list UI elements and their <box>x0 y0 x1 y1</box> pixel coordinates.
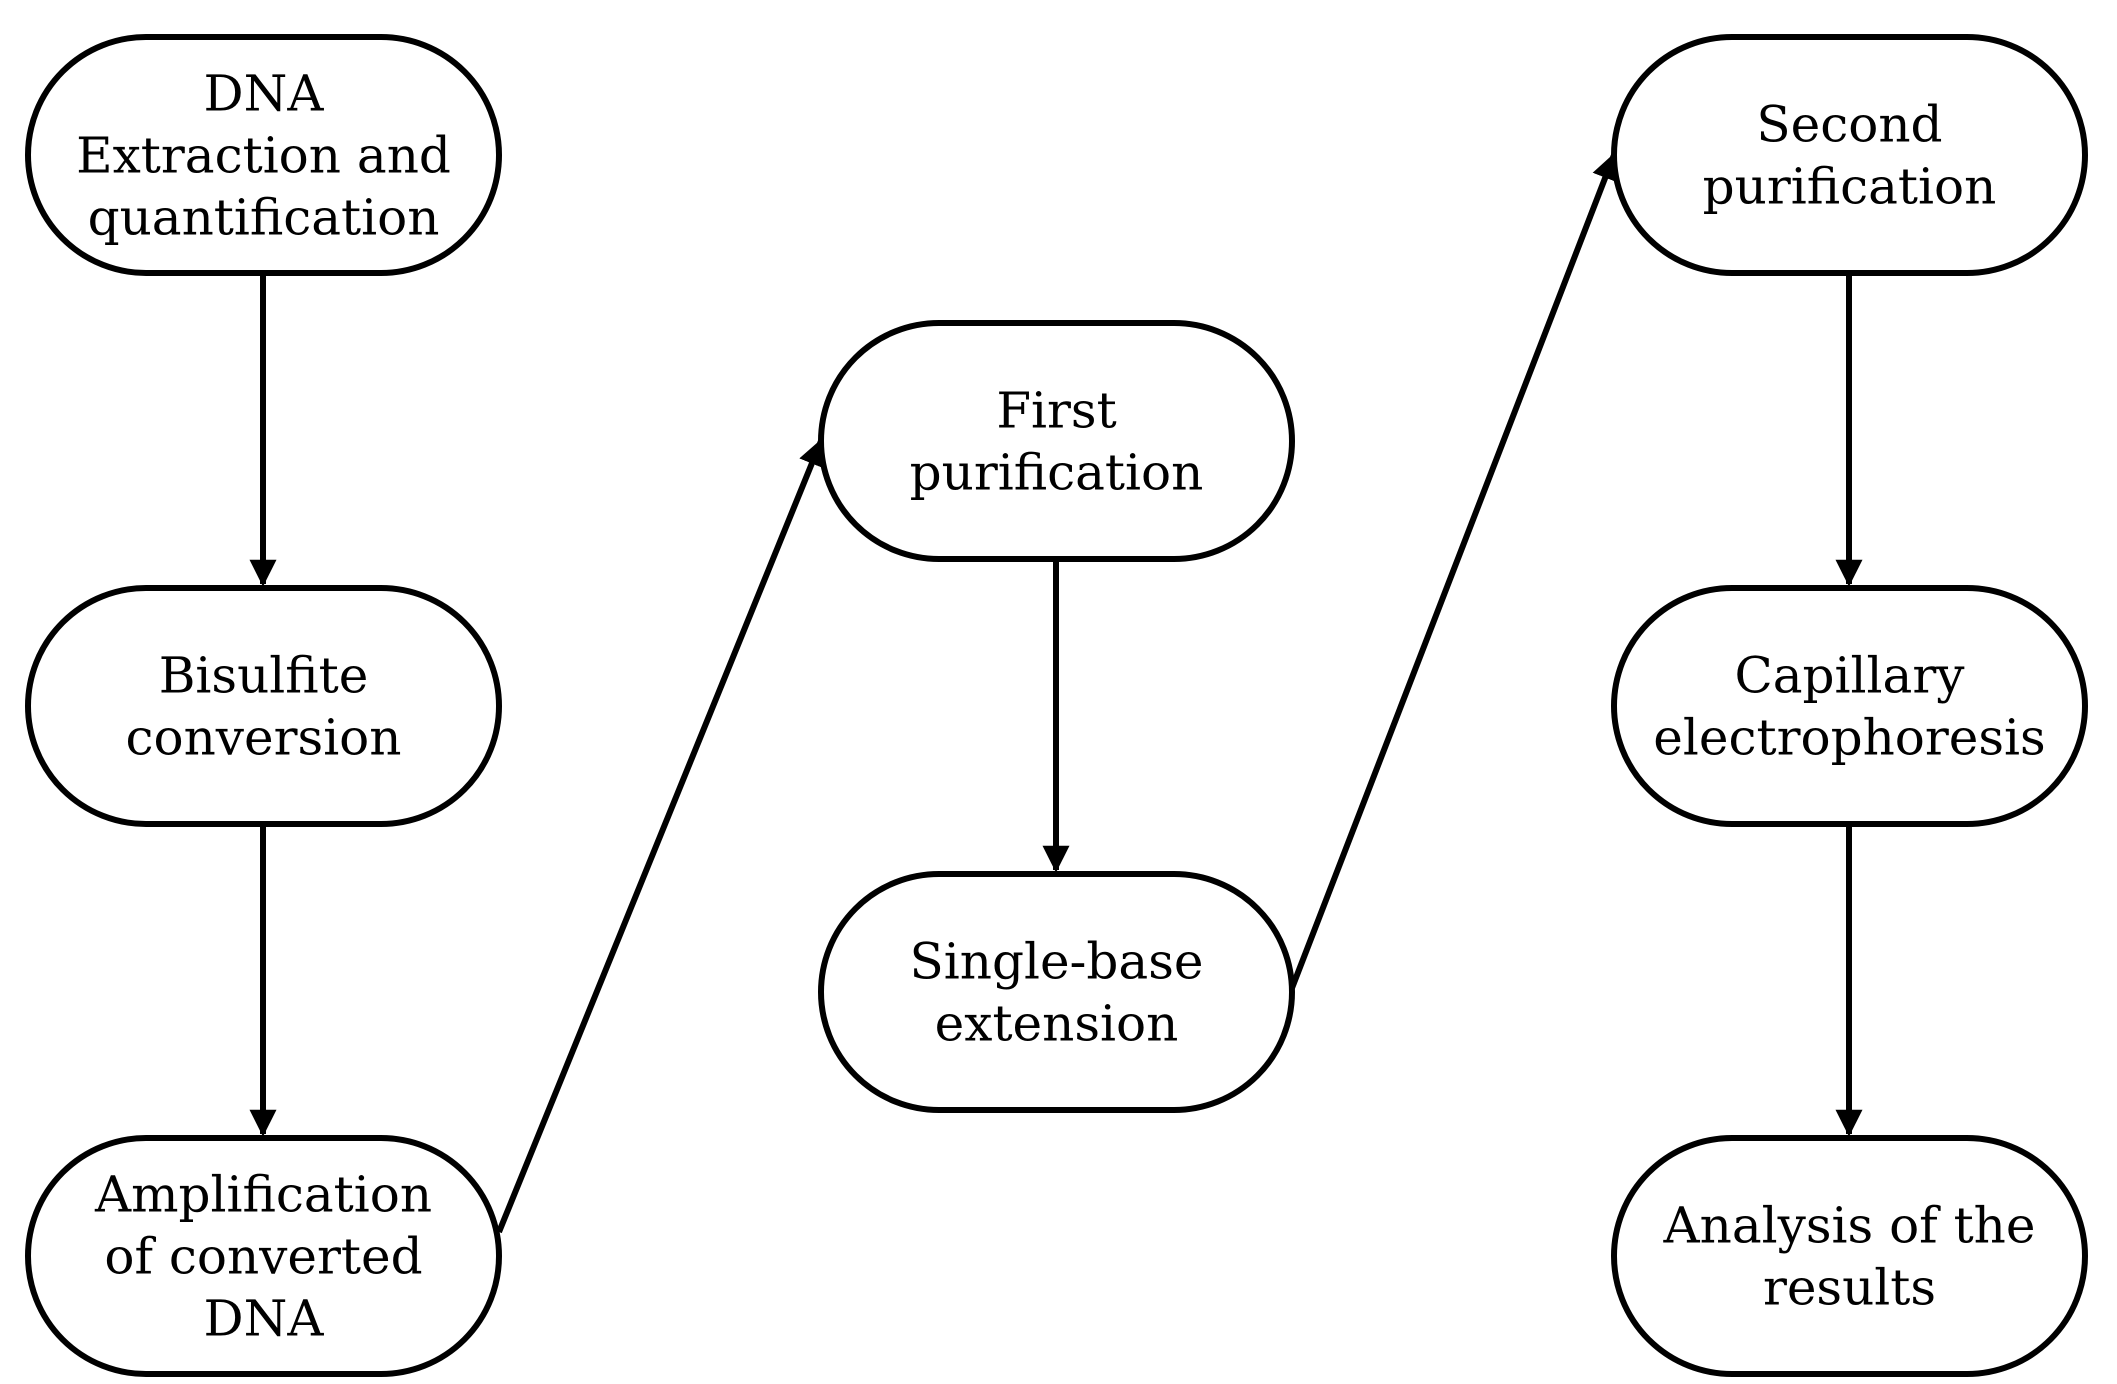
node-bisulfite-conversion-label-line: Bisulfite <box>159 647 369 705</box>
node-bisulfite-conversion-label-line: conversion <box>125 709 401 767</box>
node-single-base-extension-shape <box>818 871 1295 1113</box>
node-first-purification-label-line: purification <box>910 444 1204 502</box>
node-analysis-results-shape <box>1611 1135 2088 1377</box>
node-bisulfite-conversion-shape <box>25 585 502 827</box>
node-first-purification-label-line: First <box>996 382 1116 440</box>
node-amplification-label-line: Amplification <box>94 1166 432 1224</box>
node-second-purification-label-line: purification <box>1703 158 1997 216</box>
node-dna-extraction-shape <box>25 34 502 276</box>
node-second-purification-label-line: Second <box>1756 96 1942 154</box>
node-amplification-label-line: of converted <box>104 1228 422 1286</box>
node-single-base-extension-label-line: extension <box>935 995 1179 1053</box>
node-amplification-shape <box>25 1135 502 1377</box>
node-capillary-electrophoresis-label-line: Capillary <box>1734 647 1965 705</box>
arrow-amplification-to-first-purification <box>496 438 825 1234</box>
edges-layer <box>249 152 1863 1234</box>
node-first-purification-shape <box>818 320 1295 562</box>
node-amplification-label-line: DNA <box>204 1290 325 1348</box>
node-dna-extraction-label-line: quantification <box>88 189 440 247</box>
node-single-base-extension-label-line: Single-base <box>910 933 1204 991</box>
node-capillary-electrophoresis-shape <box>1611 585 2088 827</box>
node-analysis-results-label-line: results <box>1763 1259 1936 1317</box>
node-analysis-results-label-line: Analysis of the <box>1663 1197 2036 1255</box>
node-second-purification-shape <box>1611 34 2088 276</box>
node-dna-extraction-label-line: DNA <box>204 65 325 123</box>
node-capillary-electrophoresis-label-line: electrophoresis <box>1653 709 2045 767</box>
node-dna-extraction-label-line: Extraction and <box>76 127 451 185</box>
arrow-single-base-extension-to-second-purification <box>1289 152 1618 990</box>
